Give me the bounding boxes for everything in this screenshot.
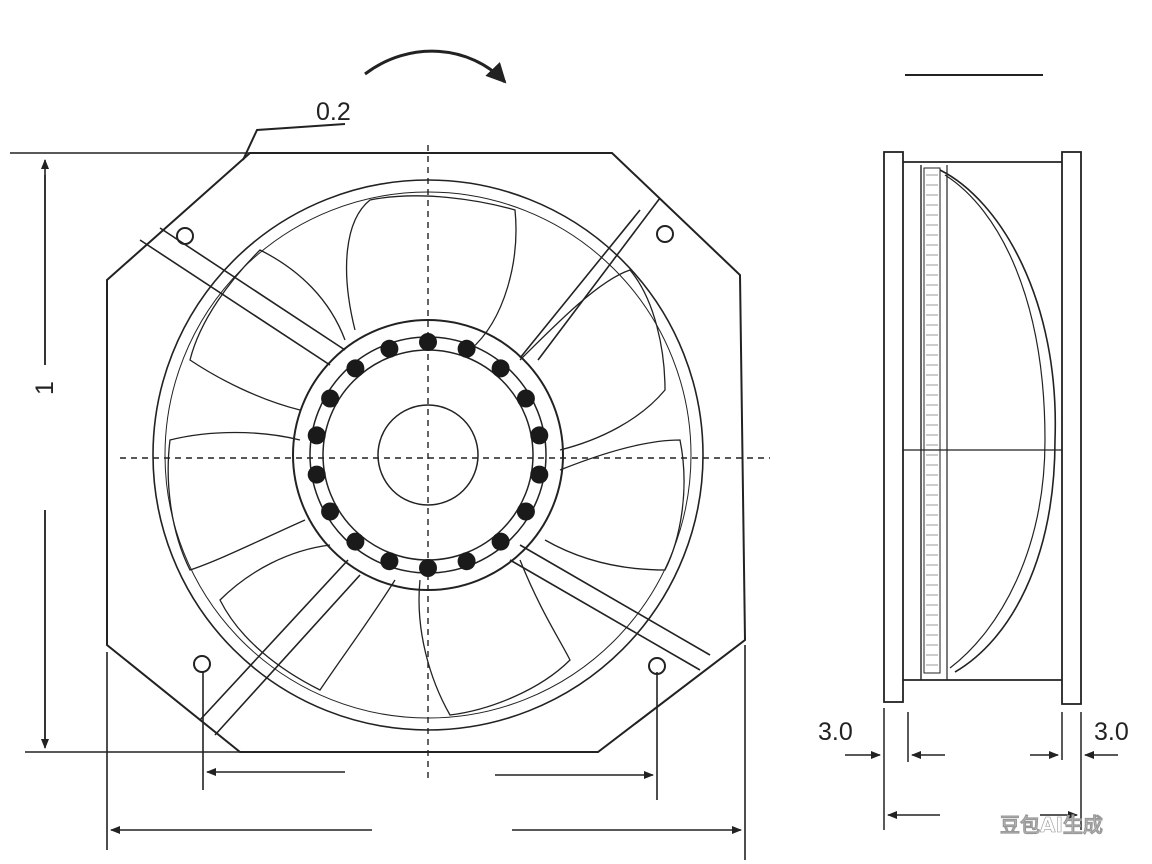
overall-width-dimension (106, 645, 746, 860)
rivet-icon (516, 502, 535, 521)
rivet-icon (307, 426, 326, 445)
rivet-icon (530, 426, 549, 445)
rivet-icon (346, 359, 365, 378)
hub-center-cap (377, 404, 479, 506)
rivet-icon (457, 339, 476, 358)
rivet-icon (530, 465, 549, 484)
center-lines (120, 145, 770, 780)
rivet-icon (321, 389, 340, 408)
mounting-hole-icon (176, 227, 194, 245)
side-fin-hatching (926, 174, 938, 666)
flatness-label: 0.2 (316, 98, 351, 126)
watermark: 豆包AI生成 (1000, 813, 1103, 837)
rivet-icon (346, 532, 365, 551)
side-view (883, 151, 1082, 705)
rotation-arrow-icon (364, 49, 507, 84)
flatness-leader-line (242, 123, 346, 161)
rivet-icon (457, 552, 476, 571)
rivet-icon (419, 559, 437, 577)
flange-right-label: 3.0 (1094, 718, 1129, 746)
rivet-icon (419, 333, 437, 351)
height-dimension-label: 1 (31, 381, 59, 395)
mounting-hole-icon (656, 225, 674, 243)
mounting-hole-icon (193, 655, 211, 673)
hole-spacing-dimension (202, 672, 658, 800)
side-dimensions (845, 708, 1118, 830)
rivet-icon (380, 552, 399, 571)
frame-struts (139, 197, 711, 736)
rivet-icon (321, 502, 340, 521)
fan-blades (167, 195, 685, 716)
rivet-icon (516, 389, 535, 408)
mounting-hole-icon (648, 657, 666, 675)
rivet-icon (380, 339, 399, 358)
rivet-icon (491, 532, 510, 551)
rivet-icon (491, 359, 510, 378)
hub-rivets (307, 333, 549, 577)
rivet-icon (307, 465, 326, 484)
flange-left-label: 3.0 (818, 718, 853, 746)
